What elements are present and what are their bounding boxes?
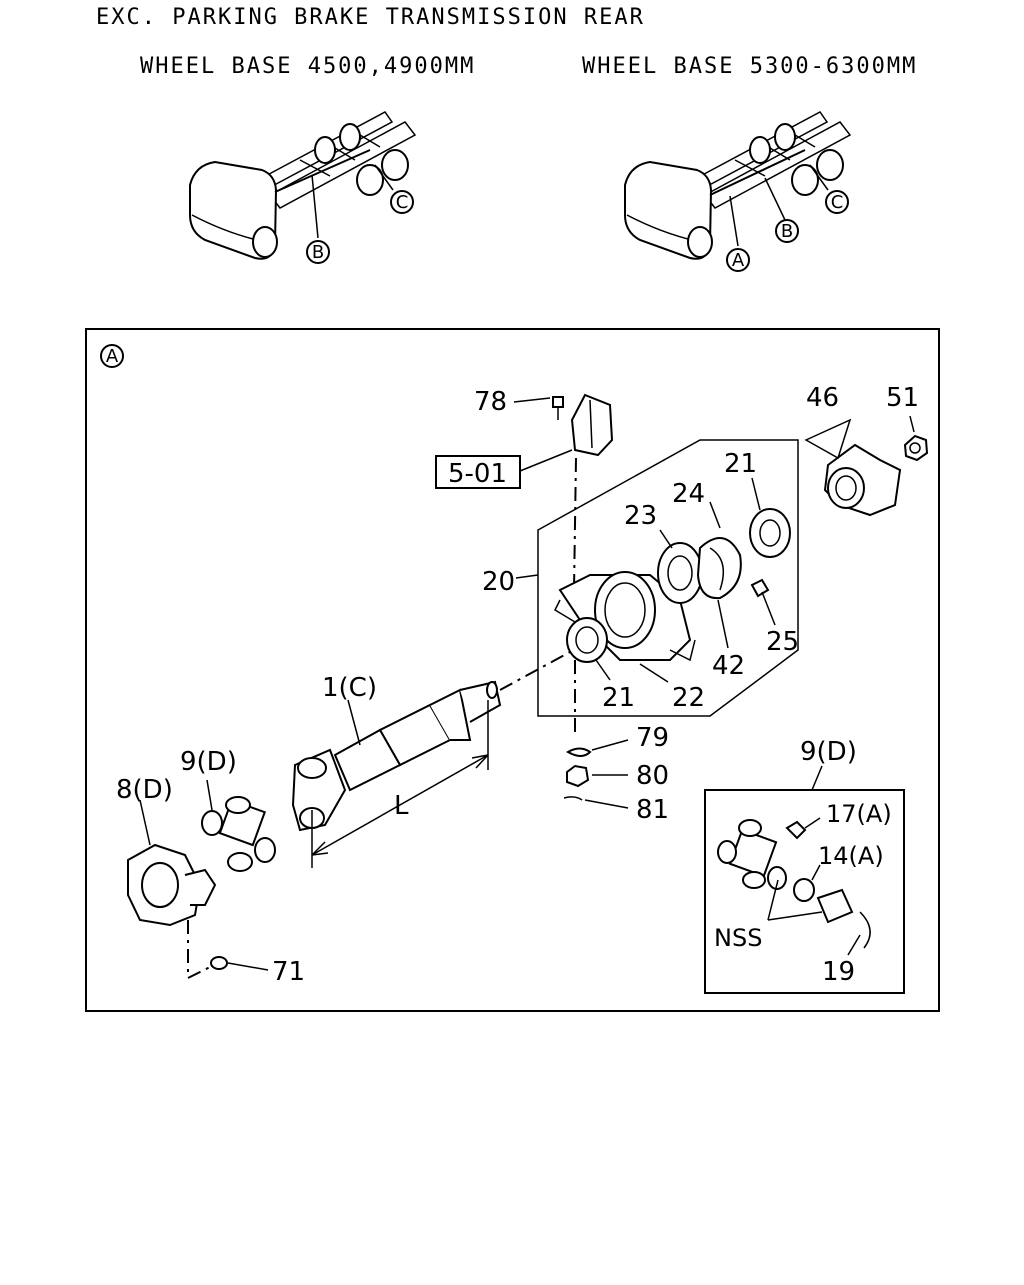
label-22: 22 bbox=[672, 683, 705, 713]
callout-c-left-label: C bbox=[396, 192, 409, 213]
grease-fitting-17a bbox=[785, 820, 807, 840]
bracket-assembly: 78 5-01 bbox=[435, 387, 614, 591]
callout-c-right-label: C bbox=[831, 192, 844, 213]
label-17a: 17(A) bbox=[826, 800, 892, 828]
callout-a-right-label: A bbox=[732, 250, 745, 271]
label-51: 51 bbox=[886, 383, 919, 413]
callout-b-left bbox=[306, 240, 330, 264]
nut-51 bbox=[903, 415, 929, 462]
washer-79 bbox=[565, 747, 592, 757]
label-81: 81 bbox=[636, 795, 669, 825]
label-24: 24 bbox=[672, 479, 705, 509]
label-9d-right: 9(D) bbox=[800, 737, 857, 767]
label-1c: 1(C) bbox=[322, 673, 377, 703]
inset-frame-9d bbox=[704, 789, 905, 994]
callout-b-left-label: B bbox=[312, 242, 324, 263]
callout-b-right bbox=[775, 219, 799, 243]
section-marker-label: A bbox=[106, 346, 119, 367]
truck-overview-right: A B C bbox=[624, 111, 852, 272]
label-14a: 14(A) bbox=[818, 842, 884, 870]
label-79: 79 bbox=[636, 723, 669, 753]
universal-joint-9d-left bbox=[201, 779, 276, 872]
cotter-pin-81 bbox=[563, 796, 583, 801]
label-20: 20 bbox=[482, 567, 515, 597]
label-23: 23 bbox=[624, 501, 657, 531]
driveshaft-1c bbox=[291, 651, 571, 868]
wheelbase-right-label: WHEEL BASE 5300-6300MM bbox=[582, 54, 917, 79]
label-19: 19 bbox=[822, 957, 855, 987]
label-46: 46 bbox=[806, 383, 839, 413]
grease-nipple-25 bbox=[750, 578, 770, 598]
callout-b-right-label: B bbox=[781, 221, 793, 242]
label-71: 71 bbox=[272, 957, 305, 987]
label-80: 80 bbox=[636, 761, 669, 791]
label-21-bottom: 21 bbox=[602, 683, 635, 713]
label-78: 78 bbox=[474, 387, 507, 417]
label-25: 25 bbox=[766, 627, 799, 657]
seal-14a bbox=[793, 878, 815, 902]
washer-71 bbox=[210, 956, 228, 970]
dimension-l: L bbox=[394, 791, 409, 821]
label-21-top: 21 bbox=[724, 449, 757, 479]
flange-yoke-8d bbox=[127, 799, 217, 980]
callout-a-right bbox=[726, 248, 750, 272]
label-9d-left: 9(D) bbox=[180, 747, 237, 777]
seal-21-bottom bbox=[566, 617, 608, 663]
section-marker bbox=[100, 344, 124, 368]
bearing-23 bbox=[657, 542, 703, 604]
label-nss: NSS bbox=[714, 924, 762, 952]
diagram-title: EXC. PARKING BRAKE TRANSMISSION REAR bbox=[96, 5, 645, 30]
snap-ring-19 bbox=[859, 911, 871, 949]
label-8d: 8(D) bbox=[116, 775, 173, 805]
group-outline-20 bbox=[537, 439, 799, 717]
flange-46 bbox=[804, 418, 902, 517]
nut-80 bbox=[566, 764, 590, 788]
detail-frame bbox=[85, 328, 940, 1012]
ref-box-label: 5-01 bbox=[448, 459, 507, 489]
center-bearing-housing bbox=[554, 571, 696, 662]
callout-c-right bbox=[825, 190, 849, 214]
label-42: 42 bbox=[712, 651, 745, 681]
seal-21-top bbox=[749, 508, 791, 558]
callout-c-left bbox=[390, 190, 414, 214]
bearing-cup bbox=[816, 888, 854, 924]
ref-box-5-01 bbox=[435, 455, 521, 489]
truck-overview-left: B C bbox=[189, 111, 417, 264]
wheelbase-left-label: WHEEL BASE 4500,4900MM bbox=[140, 54, 475, 79]
universal-joint-9d-right bbox=[717, 819, 787, 890]
cushion-42 bbox=[696, 537, 742, 600]
